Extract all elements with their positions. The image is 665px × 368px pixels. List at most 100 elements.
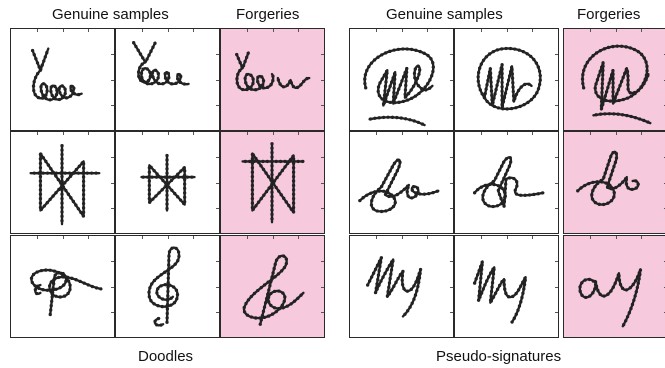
- sample-point: [251, 77, 255, 81]
- sample-point: [60, 210, 64, 214]
- sample-point: [45, 201, 49, 205]
- sample-point: [165, 316, 169, 320]
- doodle-genuine-3-1: [10, 235, 115, 338]
- sample-point: [412, 284, 416, 288]
- sample-point: [254, 156, 258, 161]
- sample-point: [269, 277, 274, 282]
- sample-point: [498, 283, 502, 288]
- sample-point: [274, 159, 278, 164]
- sample-point: [414, 80, 418, 84]
- sample-point: [382, 180, 386, 185]
- sample-point: [266, 300, 271, 304]
- sample-point: [270, 217, 274, 221]
- sample-point: [178, 198, 183, 202]
- sample-point: [72, 86, 76, 90]
- border-tick: [506, 236, 508, 239]
- sample-point: [33, 287, 38, 292]
- sample-point: [624, 288, 629, 292]
- sample-point: [401, 75, 406, 79]
- treble-clef-drawing: [242, 254, 305, 326]
- sample-point: [594, 113, 598, 117]
- sample-point: [70, 276, 74, 280]
- sample-point: [405, 289, 410, 293]
- sample-point: [262, 283, 267, 287]
- sample-point: [514, 312, 518, 316]
- sample-point: [150, 70, 155, 75]
- border-tick: [246, 236, 248, 239]
- sample-point: [395, 115, 399, 120]
- sample-point: [619, 79, 624, 84]
- sample-point: [166, 289, 170, 294]
- border-tick: [615, 29, 617, 32]
- sample-point: [63, 91, 67, 96]
- sample-point: [270, 208, 274, 212]
- sample-point: [486, 78, 490, 83]
- sample-point: [491, 179, 496, 184]
- sample-point: [409, 47, 414, 52]
- sample-point: [166, 294, 170, 298]
- sample-point: [625, 69, 630, 74]
- sample-point: [179, 169, 183, 173]
- sample-point: [57, 187, 61, 192]
- sample-point: [241, 64, 246, 68]
- sample-point: [613, 96, 617, 100]
- sample-point: [29, 276, 34, 280]
- sample-point: [176, 258, 180, 263]
- border-tick: [216, 311, 219, 313]
- sample-point: [378, 81, 382, 85]
- sample-point: [501, 107, 505, 111]
- sample-point: [262, 193, 266, 197]
- sample-point: [72, 92, 77, 96]
- sample-point: [642, 81, 646, 86]
- sample-point: [267, 288, 271, 292]
- sample-point: [629, 94, 634, 98]
- border-tick: [321, 286, 324, 288]
- sample-point: [415, 186, 420, 190]
- sample-point: [163, 283, 167, 287]
- sample-point: [77, 164, 81, 168]
- sample-point: [632, 47, 637, 52]
- sample-point: [291, 201, 296, 205]
- sample-point: [522, 103, 526, 107]
- border-tick: [272, 132, 274, 135]
- sample-point: [81, 179, 86, 184]
- sample-point: [611, 76, 615, 81]
- sample-point: [476, 298, 481, 302]
- sample-point: [81, 184, 86, 188]
- sample-point: [174, 246, 178, 251]
- sample-point: [422, 192, 427, 196]
- sample-point: [398, 83, 403, 87]
- sample-point: [599, 178, 603, 183]
- sample-point: [60, 157, 64, 161]
- sample-point: [295, 85, 300, 90]
- sample-point: [143, 59, 147, 64]
- sample-point: [399, 116, 403, 120]
- sample-point: [254, 88, 258, 92]
- sample-point: [489, 289, 494, 294]
- sample-point: [385, 294, 390, 298]
- cursive-signature-drawing: [366, 256, 423, 318]
- sample-point: [416, 284, 420, 289]
- border-tick: [111, 79, 114, 81]
- bowtie-drawing: [140, 153, 196, 212]
- sample-point: [155, 172, 159, 176]
- sample-point: [72, 171, 76, 175]
- sample-point: [282, 299, 286, 303]
- sample-point: [270, 168, 274, 172]
- sample-point: [626, 83, 630, 87]
- sample-point: [521, 280, 525, 284]
- sample-point: [633, 279, 638, 283]
- sample-point: [601, 102, 605, 107]
- sample-point: [291, 183, 296, 188]
- sample-point: [502, 95, 507, 100]
- sample-point: [165, 202, 169, 206]
- sample-point: [400, 278, 404, 282]
- sample-point: [81, 201, 86, 206]
- sample-point: [510, 67, 514, 72]
- sample-point: [45, 89, 49, 93]
- sample-point: [176, 77, 180, 81]
- sample-point: [38, 157, 43, 161]
- sample-point: [256, 288, 260, 293]
- sample-point: [258, 86, 262, 90]
- sample-point: [60, 192, 64, 196]
